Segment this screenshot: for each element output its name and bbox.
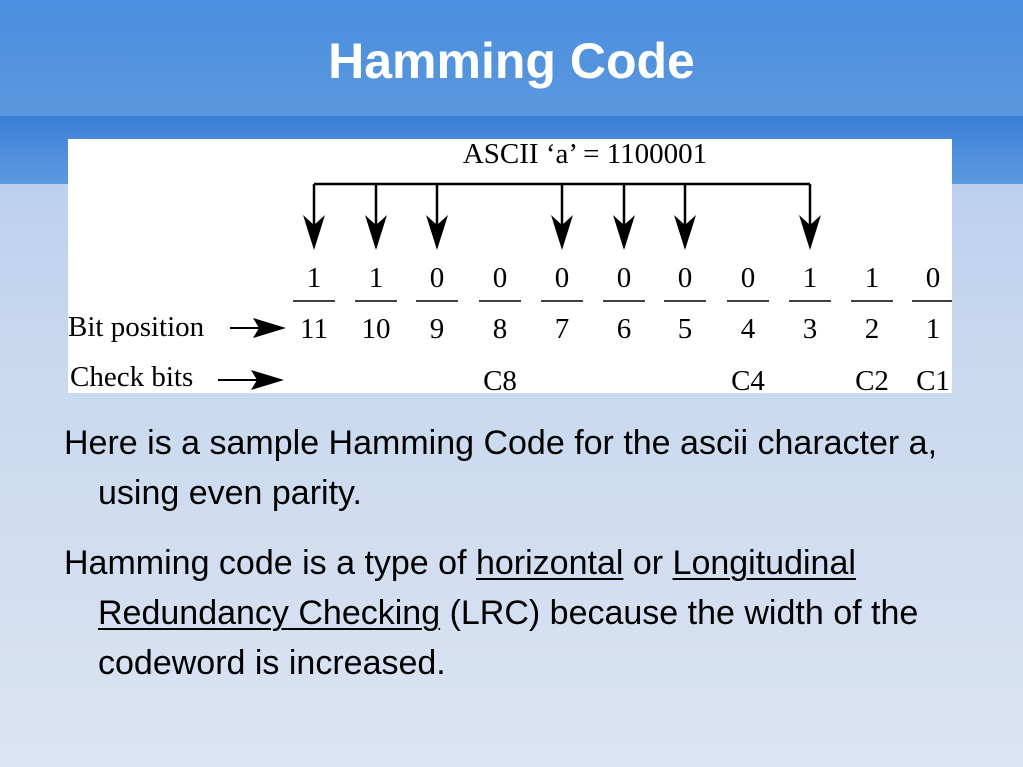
bit-position: 11 [300,313,328,345]
bit-value: 1 [865,262,880,294]
hamming-diagram-svg: ASCII ‘a’ = 1100001 1111100908C807060504… [68,139,952,393]
paragraph-1: Here is a sample Hamming Code for the as… [64,424,938,512]
bit-value: 0 [741,262,756,294]
bit-column: 05 [664,262,706,345]
bit-value: 0 [430,262,445,294]
check-bit-label: C1 [916,365,950,393]
bit-column: 1 2C2 [851,262,893,393]
bit-value: 0 [678,262,693,294]
bit-value: 0 [493,262,508,294]
data-arrows [303,182,821,250]
bit-value: 1 [307,262,322,294]
bit-position: 3 [803,313,818,345]
p2-or: or [632,544,664,582]
bit-position: 9 [430,313,445,345]
title-bar [0,0,1023,116]
bit-column: 13 [789,262,831,345]
bit-column: 0 8C8 [479,262,521,393]
bit-column: 111 [293,262,335,345]
bit-position: 7 [555,313,570,345]
bit-position: 6 [617,313,632,345]
bit-value: 0 [617,262,632,294]
down-arrow [426,184,448,250]
bit-position: 4 [741,313,756,345]
down-arrow [303,184,325,250]
bit-position-pointer [230,318,286,338]
bit-column: 09 [416,262,458,345]
check-bit-label: C4 [731,365,765,393]
bit-column: 1 10 [355,262,397,345]
bit-value: 1 [369,262,384,294]
horizontal-link[interactable]: horizontal [475,544,624,582]
bit-position: 8 [493,313,508,345]
check-bit-label: C2 [855,365,889,393]
check-bit-label: C8 [483,365,517,393]
slide-title: Hamming Code [328,33,695,89]
down-arrow [674,184,696,250]
bit-column: 0 4C4 [727,262,769,393]
bit-position: 10 [362,313,391,345]
bit-column: 0 1C1 [912,262,952,393]
bit-position: 1 [926,313,941,345]
check-bits-pointer [218,370,284,390]
bit-value: 0 [555,262,570,294]
ascii-header: ASCII ‘a’ = 1100001 [463,139,707,170]
down-arrow [613,184,635,250]
bit-value: 1 [803,262,818,294]
down-arrow [799,184,821,250]
bit-position-label: Bit position [68,311,205,343]
bit-position: 2 [865,313,880,345]
down-arrow [365,184,387,250]
paragraph-2: Hamming code is a type of horizontal or … [64,538,994,688]
bit-value: 0 [926,262,941,294]
check-bits-label: Check bits [70,361,193,393]
body-text: Here is a sample Hamming Code for the as… [64,418,994,708]
p2-end: (LRC) because the width of the codeword … [98,594,919,682]
lrc-link[interactable]: Longitudinal Redundancy Checking [98,544,856,632]
p2-start: Hamming code is a type of [64,544,467,582]
down-arrow [551,184,573,250]
bit-column: 06 [603,262,645,345]
bit-column: 07 [541,262,583,345]
bit-position: 5 [678,313,693,345]
